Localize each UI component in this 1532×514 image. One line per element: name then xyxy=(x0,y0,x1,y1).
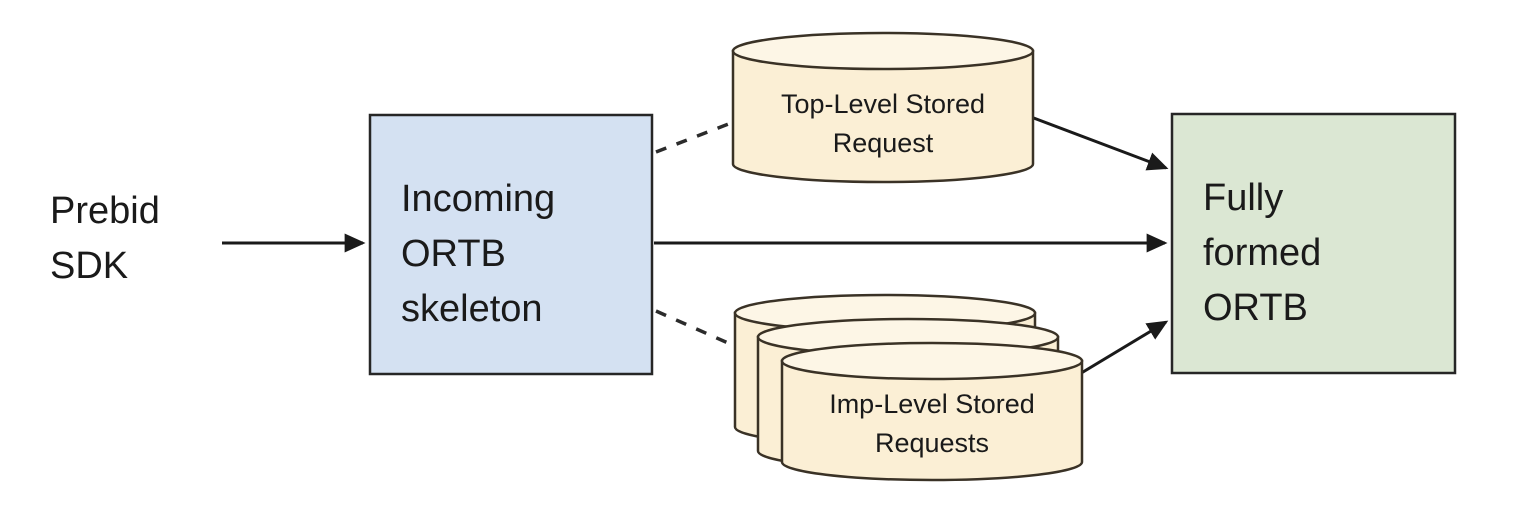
prebid-sdk-label-line1: Prebid xyxy=(50,190,160,232)
incoming-ortb-box[interactable] xyxy=(368,113,654,376)
imp-cyl-front-top xyxy=(780,341,1084,381)
node-fully-formed-ortb[interactable]: Fully formed ORTB xyxy=(1170,112,1457,375)
edge-imp-stored-to-fully-formed xyxy=(1077,320,1169,377)
fully-formed-label-line1: Fully xyxy=(1203,177,1283,219)
imp-stored-cylinder-front[interactable]: Imp-Level Stored Requests xyxy=(780,341,1084,482)
node-prebid-sdk[interactable]: Prebid SDK xyxy=(50,190,160,287)
edge-line xyxy=(1077,320,1169,377)
node-incoming-ortb-skeleton[interactable]: Incoming ORTB skeleton xyxy=(368,113,654,376)
imp-stored-label-line2: Requests xyxy=(875,428,989,458)
prebid-sdk-label-line2: SDK xyxy=(50,245,128,287)
imp-stored-label-line1: Imp-Level Stored xyxy=(829,389,1035,419)
edge-line xyxy=(655,121,732,154)
top-stored-cylinder-body[interactable] xyxy=(731,49,1035,184)
top-stored-label-line2: Request xyxy=(833,128,934,158)
node-imp-level-stored-requests[interactable]: Imp-Level Stored Requests xyxy=(733,293,1084,482)
imp-cyl-front-body[interactable] xyxy=(780,359,1084,482)
edge-incoming-to-top-stored xyxy=(655,121,732,154)
fully-formed-label-line3: ORTB xyxy=(1203,287,1308,329)
incoming-ortb-label-line2: ORTB xyxy=(401,233,506,275)
top-stored-cylinder-top xyxy=(731,31,1035,71)
node-top-level-stored-request[interactable]: Top-Level Stored Request xyxy=(731,31,1035,184)
fully-formed-label-line2: formed xyxy=(1203,232,1321,274)
incoming-ortb-label-line3: skeleton xyxy=(401,288,543,330)
fully-formed-ortb-box[interactable] xyxy=(1170,112,1457,375)
edge-top-stored-to-fully-formed xyxy=(1030,115,1169,171)
edge-line xyxy=(1030,115,1169,171)
top-stored-label-line1: Top-Level Stored xyxy=(781,89,985,119)
incoming-ortb-label-line1: Incoming xyxy=(401,178,555,220)
